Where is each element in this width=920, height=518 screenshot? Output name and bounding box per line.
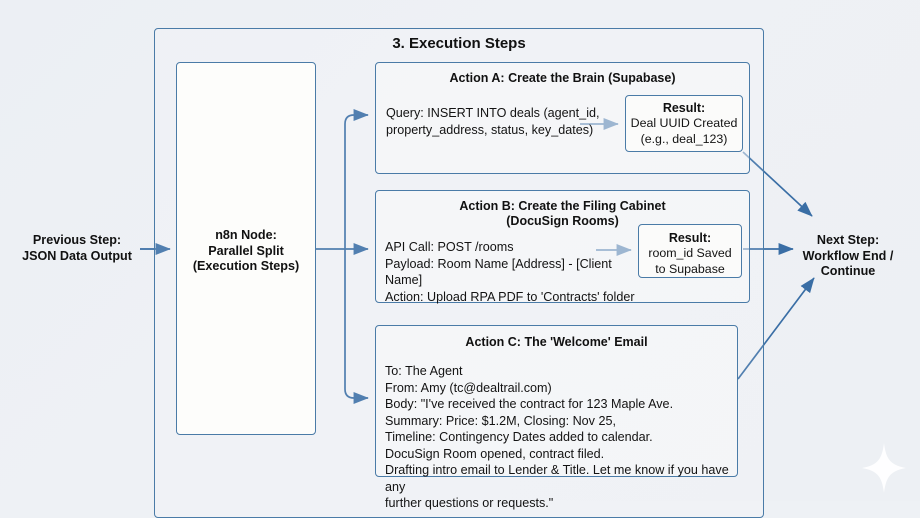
next-step-label: Next Step: Workflow End / Continue: [802, 233, 894, 278]
action-b-box[interactable]: Action B: Create the Filing Cabinet (Doc…: [375, 190, 750, 304]
sparkle-watermark: [862, 443, 906, 493]
action-b-result-body: room_id Saved to Supabase: [648, 246, 732, 276]
action-b-body: API Call: POST /rooms Payload: Room Name…: [385, 240, 635, 304]
action-b-result-box[interactable]: Result: room_id Saved to Supabase: [638, 224, 742, 278]
section-title: 3. Execution Steps: [392, 35, 526, 52]
action-a-title: Action A: Create the Brain (Supabase): [449, 71, 676, 85]
action-a-result-body: Deal UUID Created (e.g., deal_123): [630, 116, 738, 146]
action-a-result-box[interactable]: Result: Deal UUID Created (e.g., deal_12…: [625, 95, 743, 152]
action-c-box[interactable]: Action C: The 'Welcome' Email To: The Ag…: [375, 325, 738, 510]
n8n-node-box[interactable]: n8n Node: Parallel Split (Execution Step…: [176, 62, 316, 435]
action-c-title: Action C: The 'Welcome' Email: [465, 335, 648, 349]
action-a-result-title: Result:: [662, 101, 706, 115]
action-b-title: Action B: Create the Filing Cabinet (Doc…: [459, 199, 666, 228]
n8n-node-label: n8n Node: Parallel Split (Execution Step…: [192, 228, 300, 273]
action-a-body: Query: INSERT INTO deals (agent_id, prop…: [386, 106, 600, 137]
action-c-body: To: The Agent From: Amy (tc@dealtrail.co…: [385, 364, 729, 510]
previous-step-label: Previous Step: JSON Data Output: [22, 233, 132, 263]
action-b-result-title: Result:: [668, 231, 712, 245]
